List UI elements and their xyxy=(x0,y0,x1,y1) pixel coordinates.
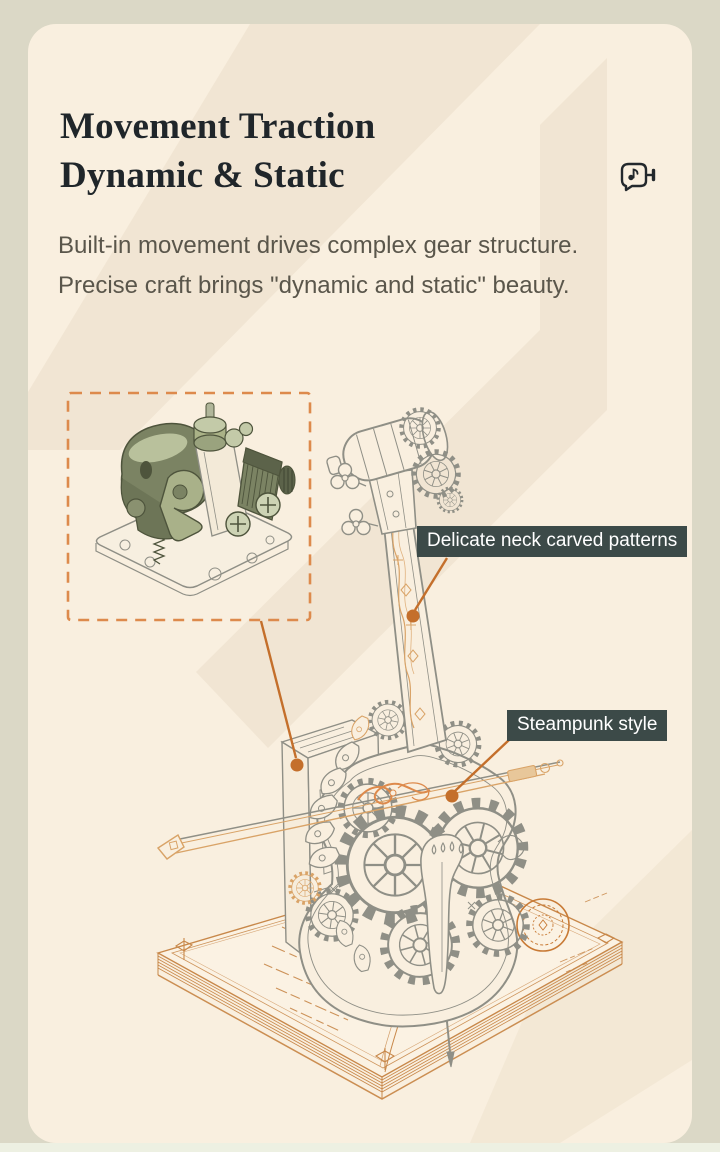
inset-dashed-border xyxy=(66,391,312,622)
illustration xyxy=(66,391,624,1100)
music-box-crank-icon xyxy=(616,160,662,198)
title-line-1: Movement Traction xyxy=(60,106,376,147)
page-title: Movement Traction Dynamic & Static xyxy=(60,102,375,200)
bow-illustration xyxy=(156,759,564,860)
description-line-1: Built-in movement drives complex gear st… xyxy=(58,232,579,259)
bottom-strip xyxy=(0,1143,720,1152)
title-line-2: Dynamic & Static xyxy=(60,155,345,196)
annotation-connectors xyxy=(259,557,510,803)
feature-description: Built-in movement drives complex gear st… xyxy=(58,226,618,306)
movement-illustration xyxy=(95,402,296,597)
description-line-2: Precise craft brings "dynamic and static… xyxy=(58,272,570,299)
annotation-label-neck: Delicate neck carved patterns xyxy=(417,526,688,557)
feature-card: Movement Traction Dynamic & Static Built… xyxy=(28,24,692,1143)
annotation-label-steampunk: Steampunk style xyxy=(507,710,668,741)
